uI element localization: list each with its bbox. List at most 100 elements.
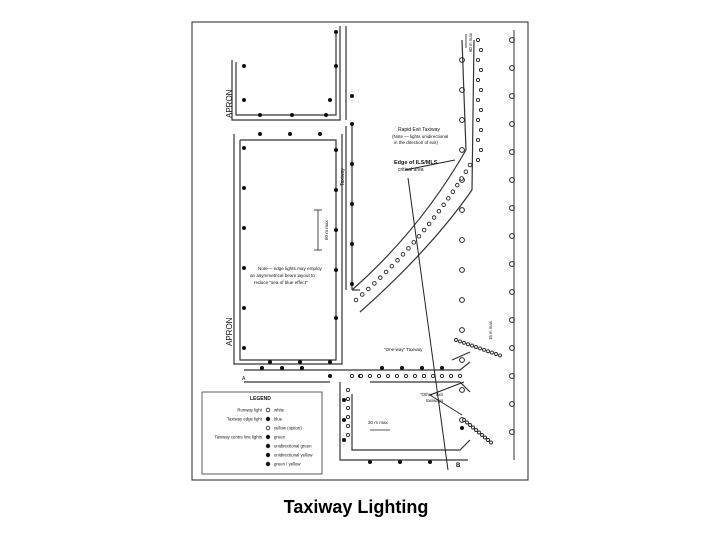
runway-light bbox=[459, 57, 465, 63]
runway-light bbox=[459, 117, 465, 123]
centreline-light bbox=[478, 127, 484, 133]
runway-light bbox=[459, 387, 465, 393]
runway-light bbox=[509, 401, 515, 407]
rapid-exit-label-1: Rapid Exit Taxiway bbox=[398, 127, 440, 133]
centreline-light bbox=[489, 440, 493, 445]
edge-light bbox=[334, 148, 338, 152]
edge-light bbox=[420, 366, 424, 370]
legend-symbol-icon bbox=[265, 407, 271, 413]
dimension-60-label: 60 m max bbox=[324, 219, 329, 240]
edge-light bbox=[258, 113, 262, 117]
legend-item-value: yellow (option) bbox=[274, 426, 302, 431]
centreline-light bbox=[389, 263, 395, 269]
edge-light bbox=[242, 186, 246, 190]
dimension-markers bbox=[314, 34, 467, 431]
runway-light bbox=[509, 93, 515, 99]
centreline-light bbox=[474, 345, 478, 349]
drawing-frame bbox=[191, 21, 529, 481]
centreline-light bbox=[372, 281, 377, 286]
centreline-light bbox=[475, 57, 481, 63]
centreline-light bbox=[494, 352, 498, 356]
edge-light bbox=[328, 360, 332, 364]
centreline-light bbox=[475, 97, 481, 103]
legend-item-label: Runway light bbox=[237, 408, 262, 413]
runway-light bbox=[459, 267, 465, 273]
legend-symbol-icon bbox=[265, 461, 271, 467]
centreline-light bbox=[412, 373, 418, 379]
legend-item-label: Taxiway edge light bbox=[227, 417, 263, 422]
centreline-light bbox=[406, 246, 411, 251]
runway-light bbox=[509, 65, 515, 71]
runway-light bbox=[459, 327, 465, 333]
edge-light bbox=[290, 113, 294, 117]
edge-ils-label-2: critical area bbox=[398, 167, 424, 173]
centreline-light bbox=[385, 373, 391, 379]
legend-title: LEGEND bbox=[250, 396, 271, 402]
centreline-light bbox=[463, 169, 469, 175]
rapid-exit-label-2: (Note — lights unidirectional bbox=[392, 134, 448, 139]
legend-item: unidirectional green bbox=[265, 444, 312, 449]
centreline-light bbox=[483, 435, 487, 440]
centreline-light bbox=[467, 162, 473, 168]
runway-light bbox=[509, 429, 515, 435]
centreline-light bbox=[478, 67, 484, 73]
edge-light bbox=[328, 98, 332, 102]
legend-item: green / yellow bbox=[265, 461, 301, 467]
edge-light bbox=[334, 268, 338, 272]
centreline-light bbox=[475, 117, 481, 123]
edge-light bbox=[428, 460, 432, 464]
note-label-1: Note— edge lights may employ bbox=[258, 266, 323, 271]
centreline-light bbox=[475, 37, 481, 43]
centreline-light bbox=[403, 373, 409, 379]
taxiway-edge-lights bbox=[242, 30, 464, 464]
edge-light bbox=[350, 242, 354, 246]
runway-light bbox=[459, 207, 465, 213]
centreline-light bbox=[436, 208, 442, 214]
edge-light bbox=[350, 162, 354, 166]
runway-light bbox=[459, 357, 465, 363]
edge-light bbox=[334, 188, 338, 192]
edge-light bbox=[288, 132, 292, 136]
centreline-light bbox=[367, 373, 373, 379]
dimension-15-label: 15 m max bbox=[488, 320, 493, 340]
edge-light bbox=[334, 228, 338, 232]
runway-light bbox=[509, 177, 515, 183]
edge-light bbox=[328, 374, 332, 378]
centreline-light bbox=[475, 77, 481, 83]
centreline-light bbox=[454, 338, 458, 342]
centreline-light bbox=[462, 418, 466, 422]
centreline-light bbox=[458, 339, 462, 344]
edge-light bbox=[318, 132, 322, 136]
centreline-light bbox=[468, 423, 472, 427]
centreline-light bbox=[426, 221, 432, 227]
apron-top-label: APRON bbox=[225, 89, 234, 118]
edge-light bbox=[398, 460, 402, 464]
centreline-light bbox=[383, 269, 389, 275]
edge-ils-label-1: Edge of ILS/MLS bbox=[394, 160, 438, 166]
edge-light bbox=[440, 366, 444, 370]
dimension-30-label: 30 m max bbox=[368, 420, 389, 425]
centreline-light bbox=[478, 87, 484, 93]
centreline-light bbox=[450, 189, 456, 195]
edge-light bbox=[242, 346, 246, 350]
centreline-light bbox=[345, 396, 351, 402]
rapid-exit-taxiway bbox=[351, 39, 475, 313]
edge-light bbox=[380, 366, 384, 370]
a-marker-label: A bbox=[242, 376, 246, 382]
centreline-light bbox=[441, 202, 446, 208]
edge-light bbox=[242, 64, 246, 68]
edge-light bbox=[350, 122, 354, 126]
taxiway-label: Taxiway bbox=[340, 168, 346, 186]
centreline-light bbox=[471, 425, 475, 430]
centreline-light bbox=[457, 373, 463, 379]
centreline-light bbox=[477, 430, 481, 435]
centreline-light bbox=[465, 420, 469, 425]
edge-light bbox=[460, 426, 464, 430]
edge-light bbox=[242, 306, 246, 310]
edge-light bbox=[280, 366, 284, 370]
runway-light bbox=[509, 317, 515, 323]
edge-light bbox=[298, 360, 302, 364]
oneway-label: "One-way" Taxiway bbox=[384, 347, 423, 352]
